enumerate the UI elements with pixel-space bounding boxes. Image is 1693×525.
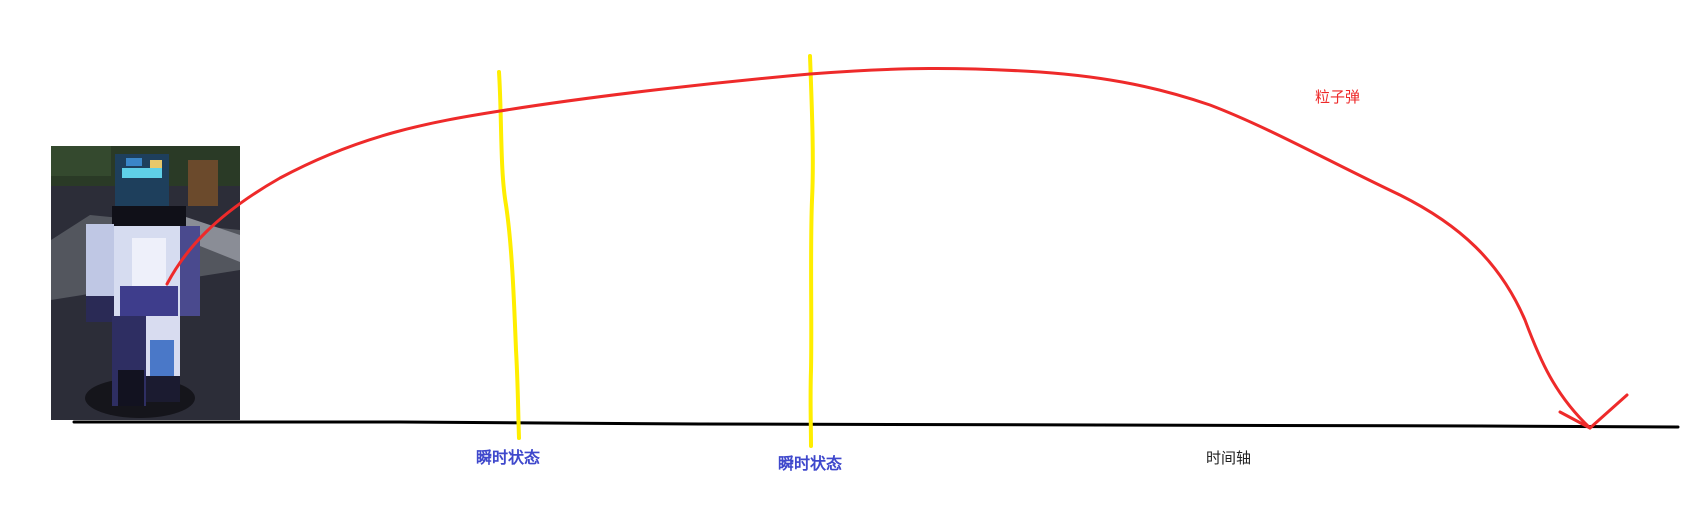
- timeline-label: 时间轴: [1206, 449, 1252, 467]
- instant-state-line-2: [808, 54, 815, 448]
- particle-trajectory-curve: [165, 66, 1592, 430]
- trajectory-arrowhead-icon: [1558, 393, 1629, 430]
- character-sprite-icon: [51, 146, 240, 420]
- instant-state-label-1: 瞬时状态: [476, 448, 541, 467]
- instant-state-line-1: [497, 70, 521, 440]
- instant-state-label-2: 瞬时状态: [778, 454, 843, 473]
- particle-label: 粒子弹: [1315, 88, 1361, 106]
- timeline-line: [72, 420, 1680, 429]
